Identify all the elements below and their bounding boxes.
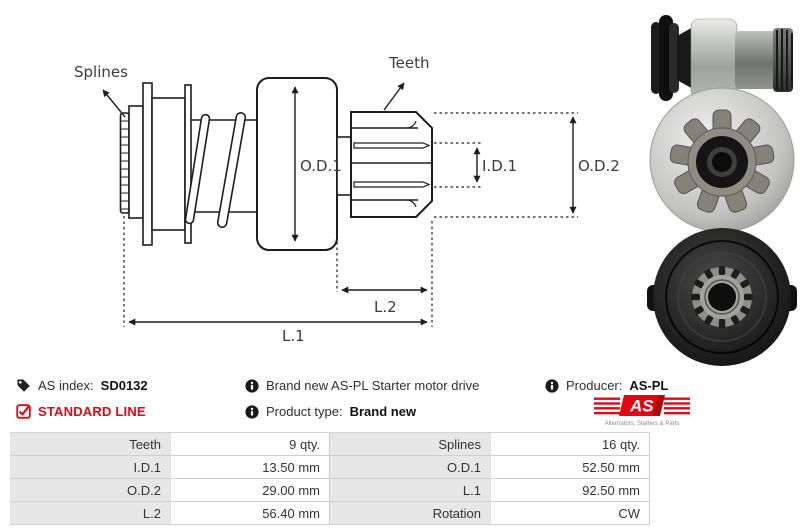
extension-lines xyxy=(123,112,578,327)
dimension-arrows xyxy=(102,82,577,326)
product-type-item: Product type: Brand new xyxy=(245,404,416,419)
as-index-value: SD0132 xyxy=(100,378,148,393)
id1-label: I.D.1 xyxy=(482,157,517,175)
spec-value-cell: 16 qty. xyxy=(490,433,650,456)
producer-item: Producer: AS-PL xyxy=(545,378,668,393)
product-type-label: Product type: xyxy=(266,404,343,419)
description-text: Brand new AS-PL Starter motor drive xyxy=(266,378,480,393)
spec-value-cell: 29.00 mm xyxy=(170,479,330,502)
teeth-label: Teeth xyxy=(388,54,429,72)
as-index-label: AS index: xyxy=(38,378,94,393)
drive-outline xyxy=(119,77,433,251)
logo-tagline: Alternators, Starters & Parts xyxy=(605,421,680,427)
tag-icon xyxy=(17,379,30,392)
product-type-value: Brand new xyxy=(349,404,417,419)
spec-table: Teeth 9 qty. Splines 16 qty. I.D.1 13.50… xyxy=(10,432,650,525)
l1-label: L.1 xyxy=(282,327,305,345)
info-icon xyxy=(545,378,559,393)
as-index-item: AS index: SD0132 xyxy=(16,378,148,393)
checkbox-checked-icon xyxy=(16,404,31,419)
od1-label: O.D.1 xyxy=(300,157,342,175)
info-icon xyxy=(245,404,259,419)
pinion-gear-face-photo xyxy=(649,87,795,233)
spec-value-cell: 92.50 mm xyxy=(490,479,650,502)
spec-value-cell: 52.50 mm xyxy=(490,456,650,479)
splines-label: Splines xyxy=(74,63,128,81)
spec-label-cell: Teeth xyxy=(10,433,170,456)
spec-value-cell: 56.40 mm xyxy=(170,502,330,525)
spec-label-cell: L.1 xyxy=(330,479,490,502)
spec-value-cell: 9 qty. xyxy=(170,433,330,456)
spec-label-cell: Rotation xyxy=(330,502,490,525)
spec-value-cell: 13.50 mm xyxy=(170,456,330,479)
info-icon xyxy=(245,378,259,393)
standard-line-item: STANDARD LINE xyxy=(16,404,146,419)
logo-as-text: AS xyxy=(629,397,654,416)
description-item: Brand new AS-PL Starter motor drive xyxy=(245,378,479,393)
standard-line-label: STANDARD LINE xyxy=(38,404,146,419)
spec-label-cell: O.D.2 xyxy=(10,479,170,502)
spec-label-cell: L.2 xyxy=(10,502,170,525)
starter-drive-side-photo xyxy=(651,15,793,101)
technical-drawing: Splines Teeth O.D.1 I.D.1 O.D.2 L.2 L.1 xyxy=(74,54,620,345)
clutch-housing-rear-photo xyxy=(647,228,797,366)
product-photos xyxy=(646,0,800,370)
spec-label-cell: I.D.1 xyxy=(10,456,170,479)
producer-value: AS-PL xyxy=(629,378,669,393)
l2-label: L.2 xyxy=(374,298,397,316)
spec-label-cell: O.D.1 xyxy=(330,456,490,479)
as-pl-logo: AS Alternators, Starters & Parts xyxy=(594,395,690,427)
od2-label: O.D.2 xyxy=(578,157,620,175)
spec-value-cell: CW xyxy=(490,502,650,525)
dimension-labels: Splines Teeth O.D.1 I.D.1 O.D.2 L.2 L.1 xyxy=(74,54,620,345)
spec-label-cell: Splines xyxy=(330,433,490,456)
producer-label: Producer: xyxy=(566,378,623,393)
